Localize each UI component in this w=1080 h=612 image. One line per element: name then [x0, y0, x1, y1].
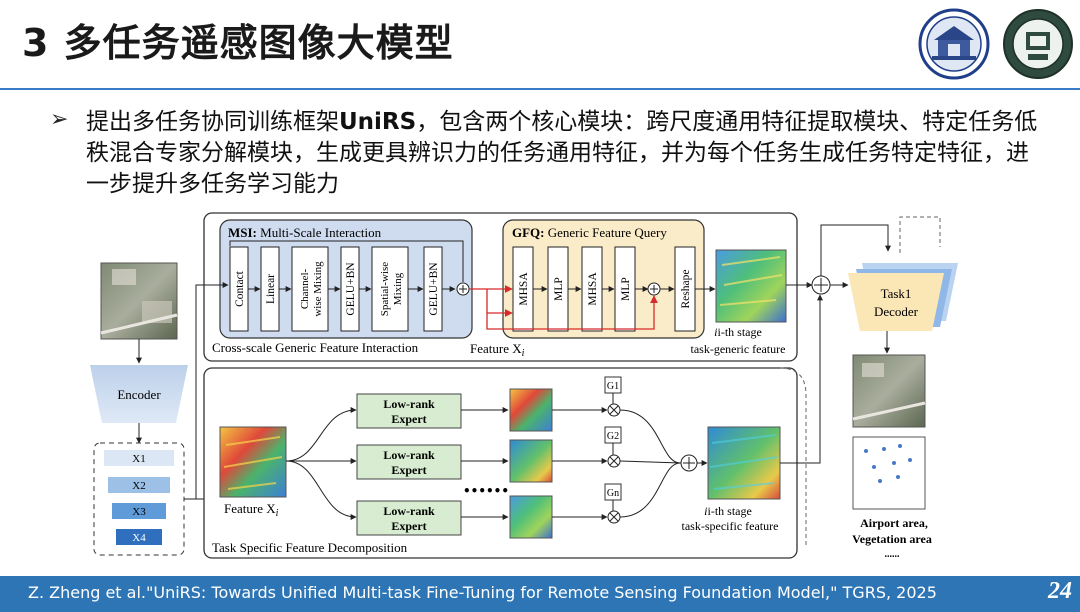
gates: G1 G2 Gn	[604, 376, 622, 524]
msi-block-spatial-mixing	[371, 246, 409, 332]
segmentation-marks	[864, 444, 912, 483]
unirs-architecture-diagram: MSI: Multi-Scale Interaction Contact Lin…	[90, 212, 958, 560]
stage-specific-line2: task-specific feature	[682, 519, 779, 533]
low-rank-expert-2	[356, 444, 462, 480]
citation-text: Z. Zheng et al."UniRS: Towards Unified M…	[28, 583, 937, 602]
output-label-3: ......	[885, 549, 901, 560]
feature-x4	[116, 529, 162, 545]
output-label-1: Airport area,	[860, 516, 928, 530]
bullet-text-rest: ，包含两个核心模块：跨尺度通用特征提取模块、特定任务低秩混合专家分解模块，生成更…	[86, 109, 1038, 197]
task1-decoder-block	[848, 273, 944, 331]
bullet-paragraph: 提出多任务协同训练框架UniRS，包含两个核心模块：跨尺度通用特征提取模块、特定…	[86, 107, 1046, 200]
page-number: 24	[1048, 578, 1072, 604]
msi-blocks: Contact Linear Channel-wise Mixing GELU+…	[229, 246, 456, 332]
feature-x2-label: X2	[132, 480, 145, 492]
gate-g2-label: G2	[607, 431, 619, 442]
bullet-text-bold: UniRS	[339, 109, 417, 135]
feature-x2	[108, 477, 170, 493]
msi-label-channel: Channel-wise Mixing	[299, 261, 324, 317]
stage-specific-line1: ii-th stage	[704, 504, 752, 518]
stage-generic-line2: task-generic feature	[691, 342, 786, 356]
expert-1-output-map	[509, 388, 553, 432]
low-rank-expert-1	[356, 393, 462, 429]
decoder-label-1: Task1	[881, 286, 912, 301]
decoder-label-2: Decoder	[874, 304, 919, 319]
msi-label-contact: Contact	[234, 270, 246, 307]
gfq-label-reshape: Reshape	[680, 270, 692, 309]
low-rank-expert-3	[356, 500, 462, 536]
gfq-label-mhsa-2: MHSA	[587, 272, 599, 306]
slide-footer: Z. Zheng et al."UniRS: Towards Unified M…	[0, 576, 1080, 612]
msi-title: MSI: Multi-Scale Interaction	[228, 225, 382, 240]
bullet-arrow-icon: ➢	[50, 107, 69, 132]
expert-2-output-map	[509, 439, 553, 483]
bullet-text-lead: 提出多任务协同训练框架	[86, 109, 339, 135]
feature-x3	[112, 503, 166, 519]
output-label-2: Vegetation area	[852, 532, 932, 546]
msi-label-gelu-1: GELU+BN	[345, 262, 357, 316]
task-specific-label: Task Specific Feature Decomposition	[212, 540, 408, 555]
msi-label-spatial: Spatial-wiseMixing	[379, 262, 404, 316]
cross-scale-label: Cross-scale Generic Feature Interaction	[212, 340, 419, 355]
expert-3-output-map	[509, 495, 553, 539]
more-experts-dots: ••••••	[463, 484, 509, 498]
output-segmentation-image	[852, 436, 926, 510]
gfq-title: GFQ: Generic Feature Query	[512, 225, 667, 240]
gfq-label-mhsa-1: MHSA	[518, 272, 530, 306]
feature-xi-bottom: Feature Xi	[224, 501, 279, 519]
university-logo	[918, 8, 990, 80]
feature-x3-label: X3	[132, 506, 146, 518]
feature-x1	[104, 450, 174, 466]
gfq-label-mlp-1: MLP	[553, 277, 565, 301]
encoder-block	[90, 365, 188, 423]
gfq-label-mlp-2: MLP	[620, 277, 632, 301]
feature-x1-label: X1	[132, 453, 145, 465]
msi-skip-line	[229, 240, 464, 282]
slide-title: 3 多任务遥感图像大模型	[22, 21, 454, 65]
feature-xi-top: Feature Xi	[470, 341, 525, 359]
msi-label-linear: Linear	[265, 274, 277, 304]
encoder-label: Encoder	[117, 387, 161, 402]
gate-gn-label: Gn	[607, 488, 619, 499]
title-divider	[0, 88, 1080, 90]
feature-x4-label: X4	[132, 532, 146, 544]
lab-logo	[1003, 9, 1073, 79]
gfq-blocks: MHSA MLP MHSA MLP Reshape	[512, 246, 696, 332]
stage-generic-line1: ii-th stage	[714, 325, 762, 339]
to-msi-arrow	[184, 282, 229, 500]
msi-label-gelu-2: GELU+BN	[428, 262, 440, 316]
gate-g1-label: G1	[607, 381, 619, 392]
